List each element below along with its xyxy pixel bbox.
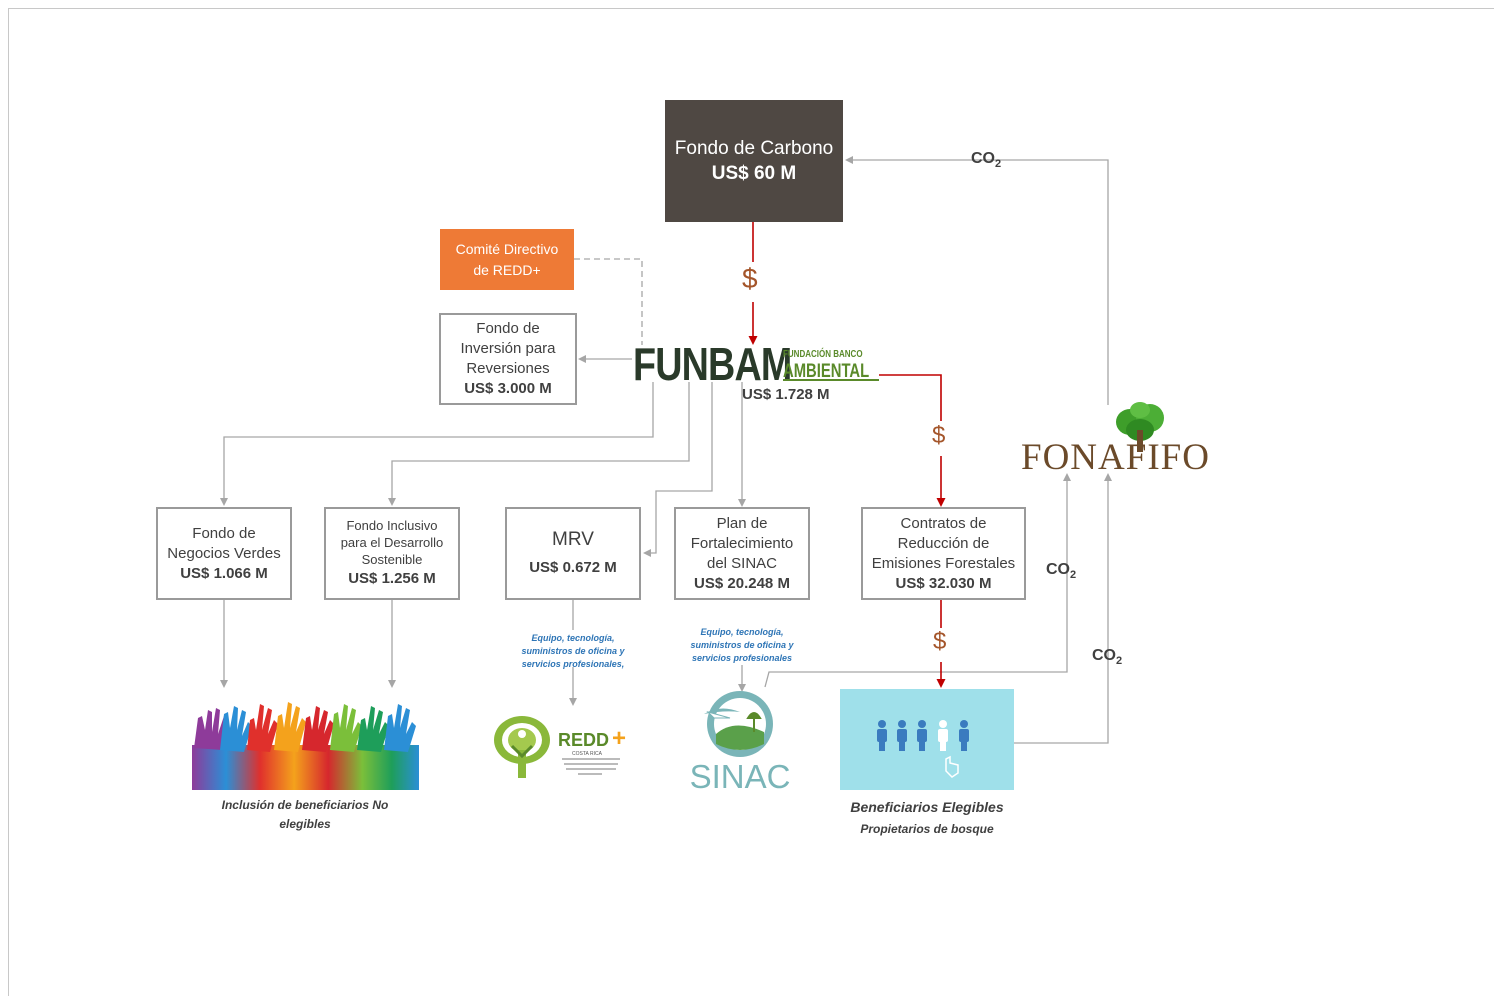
sinac-logo-image: SINAC bbox=[690, 691, 791, 792]
sinac-logo-text: SINAC bbox=[690, 758, 791, 792]
fondo-inclusivo-box: Fondo Inclusivo para el Desarrollo Soste… bbox=[324, 507, 460, 600]
inclusivo-line3: Sostenible bbox=[361, 552, 423, 567]
redd-logo-image: REDD + COSTA RICA bbox=[494, 716, 626, 778]
dollar-icon-contratos: $ bbox=[932, 422, 946, 449]
redd-country-text: COSTA RICA bbox=[572, 751, 603, 757]
funbam-to-contratos-arrow bbox=[879, 374, 942, 421]
redd-logo-text: REDD bbox=[558, 730, 609, 750]
negocios-line2: Negocios Verdes bbox=[167, 544, 281, 562]
co2-label-beneficiarios: CO2 bbox=[1092, 647, 1123, 668]
sinac-plan-box: Plan de Fortalecimiento del SINAC US$ 20… bbox=[674, 507, 810, 600]
inclusivo-amount: US$ 1.256 M bbox=[348, 570, 436, 587]
funbam-amount: US$ 1.728 M bbox=[742, 386, 830, 403]
negocios-line1: Fondo de bbox=[192, 524, 256, 542]
negocios-amount: US$ 1.066 M bbox=[180, 564, 268, 582]
contratos-line3: Emisiones Forestales bbox=[871, 554, 1016, 572]
caption-no-elegibles: Inclusión de beneficiarios No elegibles bbox=[221, 798, 389, 831]
co2-label-sinac: CO2 bbox=[1046, 561, 1077, 582]
fondo-carbono-title: Fondo de Carbono bbox=[674, 138, 834, 159]
fonafifo-co2-arrow bbox=[845, 156, 1109, 405]
funbam-logo-sub: FUNDACIÓN BANCO AMBIENTAL bbox=[783, 348, 879, 383]
funbam-sub-line2: AMBIENTAL bbox=[783, 361, 870, 382]
mrv-box: MRV US$ 0.672 M bbox=[505, 507, 641, 600]
inclusivo-line2: para el Desarrollo bbox=[340, 535, 444, 550]
beneficiarios-image bbox=[840, 689, 1014, 790]
page-frame bbox=[8, 8, 1494, 996]
sinac-note: Equipo, tecnología,suministros de oficin… bbox=[690, 627, 794, 663]
dollar-icon-beneficiarios: $ bbox=[933, 628, 947, 655]
inversion-line3: Reversiones bbox=[466, 360, 550, 377]
redd-plus-text: + bbox=[612, 725, 626, 752]
fondo-carbono-amount: US$ 60 M bbox=[711, 163, 797, 184]
sinac-plan-line3: del SINAC bbox=[706, 554, 778, 572]
fondo-inversion-box: Fondo de Inversión para Reversiones US$ … bbox=[439, 313, 577, 405]
contratos-line1: Contratos de bbox=[900, 514, 987, 532]
inversion-line2: Inversión para bbox=[460, 340, 556, 357]
beneficiarios-co2-arrow bbox=[1014, 473, 1112, 744]
comite-directivo-box: Comité Directivo de REDD+ bbox=[440, 229, 574, 290]
comite-link bbox=[574, 258, 643, 345]
funbam-to-mrv-arrow bbox=[643, 382, 713, 557]
sinac-co2-arrow bbox=[764, 473, 1071, 688]
fondo-carbono-box: Fondo de Carbono US$ 60 M bbox=[665, 100, 843, 222]
dollar-icon-fondo: $ bbox=[742, 263, 758, 294]
mrv-note: Equipo, tecnología,suministros de oficin… bbox=[521, 633, 625, 669]
funbam-sub-line1: FUNDACIÓN BANCO bbox=[783, 349, 863, 360]
funbam-to-inclusivo-arrow bbox=[388, 382, 690, 506]
comite-line1: Comité Directivo bbox=[455, 240, 559, 257]
co2-label-top: CO2 bbox=[971, 150, 1002, 171]
mrv-title: MRV bbox=[552, 528, 594, 550]
funbam-logo-text: FUNBAM bbox=[633, 338, 792, 390]
fondo-negocios-box: Fondo de Negocios Verdes US$ 1.066 M bbox=[156, 507, 292, 600]
hands-image bbox=[192, 702, 419, 790]
contratos-line2: Reducción de bbox=[897, 534, 990, 552]
funbam-underline bbox=[783, 379, 879, 381]
sinac-plan-amount: US$ 20.248 M bbox=[694, 574, 790, 592]
sinac-plan-line2: Fortalecimiento bbox=[690, 534, 794, 552]
comite-line2: de REDD+ bbox=[473, 261, 541, 278]
mrv-amount: US$ 0.672 M bbox=[529, 558, 617, 576]
funbam-to-negocios-arrow bbox=[220, 382, 654, 506]
people-icon bbox=[877, 720, 969, 778]
inversion-line1: Fondo de bbox=[476, 320, 540, 337]
fonafifo-logo-text: FONAFIFO bbox=[1021, 437, 1210, 478]
contratos-amount: US$ 32.030 M bbox=[895, 574, 992, 592]
caption-propietarios: Propietarios de bosque bbox=[860, 822, 994, 836]
hand-pointer-icon bbox=[945, 755, 959, 778]
contratos-box: Contratos de Reducción de Emisiones Fore… bbox=[861, 507, 1026, 600]
caption-elegibles: Beneficiarios Elegibles bbox=[850, 799, 1004, 815]
inclusivo-line1: Fondo Inclusivo bbox=[346, 518, 438, 533]
sinac-plan-line1: Plan de bbox=[716, 514, 768, 532]
fonafifo-tree-icon bbox=[1116, 402, 1164, 452]
inversion-amount: US$ 3.000 M bbox=[464, 380, 552, 397]
